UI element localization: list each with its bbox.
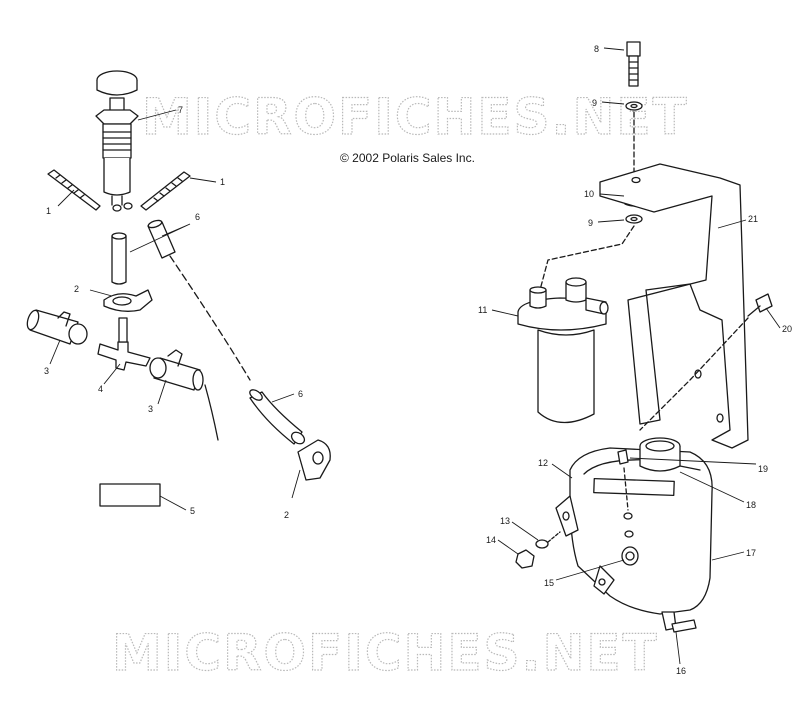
callout-2-upper: 2	[74, 284, 79, 294]
bracket-upper	[103, 289, 153, 312]
screw	[747, 293, 773, 317]
callout-17: 17	[746, 548, 756, 558]
grommet-upper	[623, 512, 633, 520]
nipple-axis-dashed	[623, 467, 629, 511]
bracket-lower	[297, 439, 331, 481]
callout-1-left: 1	[46, 206, 51, 216]
hose-clamp-right	[149, 349, 204, 391]
tank-washer	[535, 539, 549, 549]
callout-10: 10	[584, 189, 594, 199]
decal	[99, 483, 161, 507]
hose-routing-dashed	[169, 255, 251, 381]
washer-upper-hole	[630, 103, 638, 109]
tee-fitting	[97, 317, 151, 371]
drain-fitting	[661, 611, 697, 633]
callout-20: 20	[782, 324, 792, 334]
primer-plunger	[95, 70, 139, 212]
callout-2-lower: 2	[284, 510, 289, 520]
watermark-bottom: MICROFICHES.NET	[112, 624, 659, 682]
tank-nipple	[617, 449, 629, 465]
cable-tie-right	[140, 171, 191, 211]
hose-long	[249, 389, 306, 445]
callout-19: 19	[758, 464, 768, 474]
hose-clamp-left	[26, 309, 88, 345]
callout-6-upper: 6	[195, 212, 200, 222]
washer-lower	[625, 214, 643, 224]
grommet-lower	[624, 530, 634, 538]
callout-12: 12	[538, 458, 548, 468]
fuel-filter	[517, 277, 609, 424]
callout-4: 4	[98, 384, 103, 394]
washer-upper	[625, 101, 643, 111]
callout-9-lower: 9	[588, 218, 593, 228]
callout-7: 7	[178, 105, 183, 115]
callout-5: 5	[190, 506, 195, 516]
vent-line	[204, 384, 219, 441]
washer-lower-hole	[630, 216, 638, 222]
callout-6-lower: 6	[298, 389, 303, 399]
leader-lines	[49, 47, 781, 665]
callout-14: 14	[486, 535, 496, 545]
hose-short-right	[147, 219, 176, 259]
callout-21: 21	[748, 214, 758, 224]
nut-axis-dashed	[547, 531, 561, 543]
bolt	[626, 41, 641, 87]
callout-9-upper: 9	[592, 98, 597, 108]
callout-3-right: 3	[148, 404, 153, 414]
callout-11: 11	[478, 305, 487, 315]
mounting-bracket	[599, 163, 749, 449]
callout-18: 18	[746, 500, 756, 510]
copyright-text: © 2002 Polaris Sales Inc.	[340, 151, 475, 165]
callout-13: 13	[500, 516, 510, 526]
filter-mount-dashed	[539, 225, 635, 291]
tank-nut	[515, 549, 535, 569]
callout-8: 8	[594, 44, 599, 54]
callout-1-right: 1	[220, 177, 225, 187]
callout-15: 15	[544, 578, 554, 588]
watermark-top: MICROFICHES.NET	[142, 88, 689, 146]
callout-3-left: 3	[44, 366, 49, 376]
hose-short-left	[111, 232, 127, 285]
reservoir-tank	[555, 437, 713, 615]
callout-16: 16	[676, 666, 686, 676]
screw-axis-dashed	[639, 317, 749, 431]
